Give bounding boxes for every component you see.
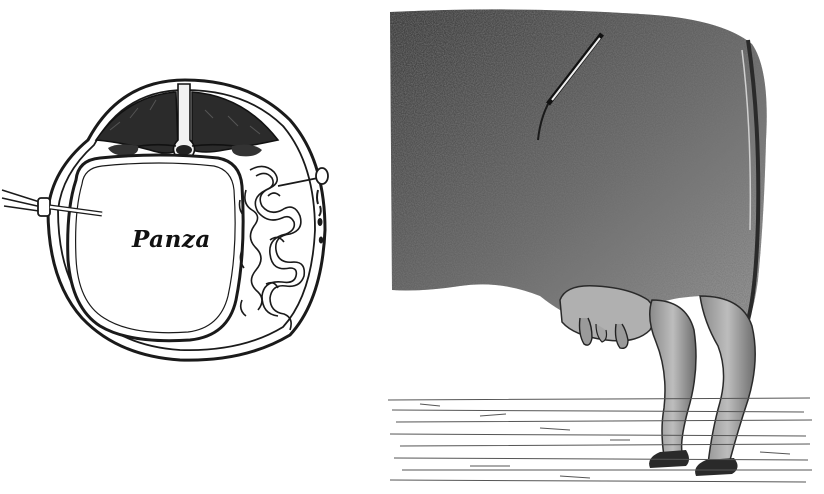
trocar-icon — [278, 168, 328, 244]
hind-leg-rear — [700, 296, 755, 464]
hind-leg-front — [650, 300, 696, 456]
rumen-cross-section — [2, 80, 328, 360]
vertebral-body — [176, 145, 192, 155]
intestine-coils — [240, 166, 305, 330]
panza-label: Panza — [132, 226, 211, 253]
ground — [388, 398, 812, 482]
hoof-rear — [695, 458, 737, 476]
cow-hindquarters — [388, 9, 812, 482]
